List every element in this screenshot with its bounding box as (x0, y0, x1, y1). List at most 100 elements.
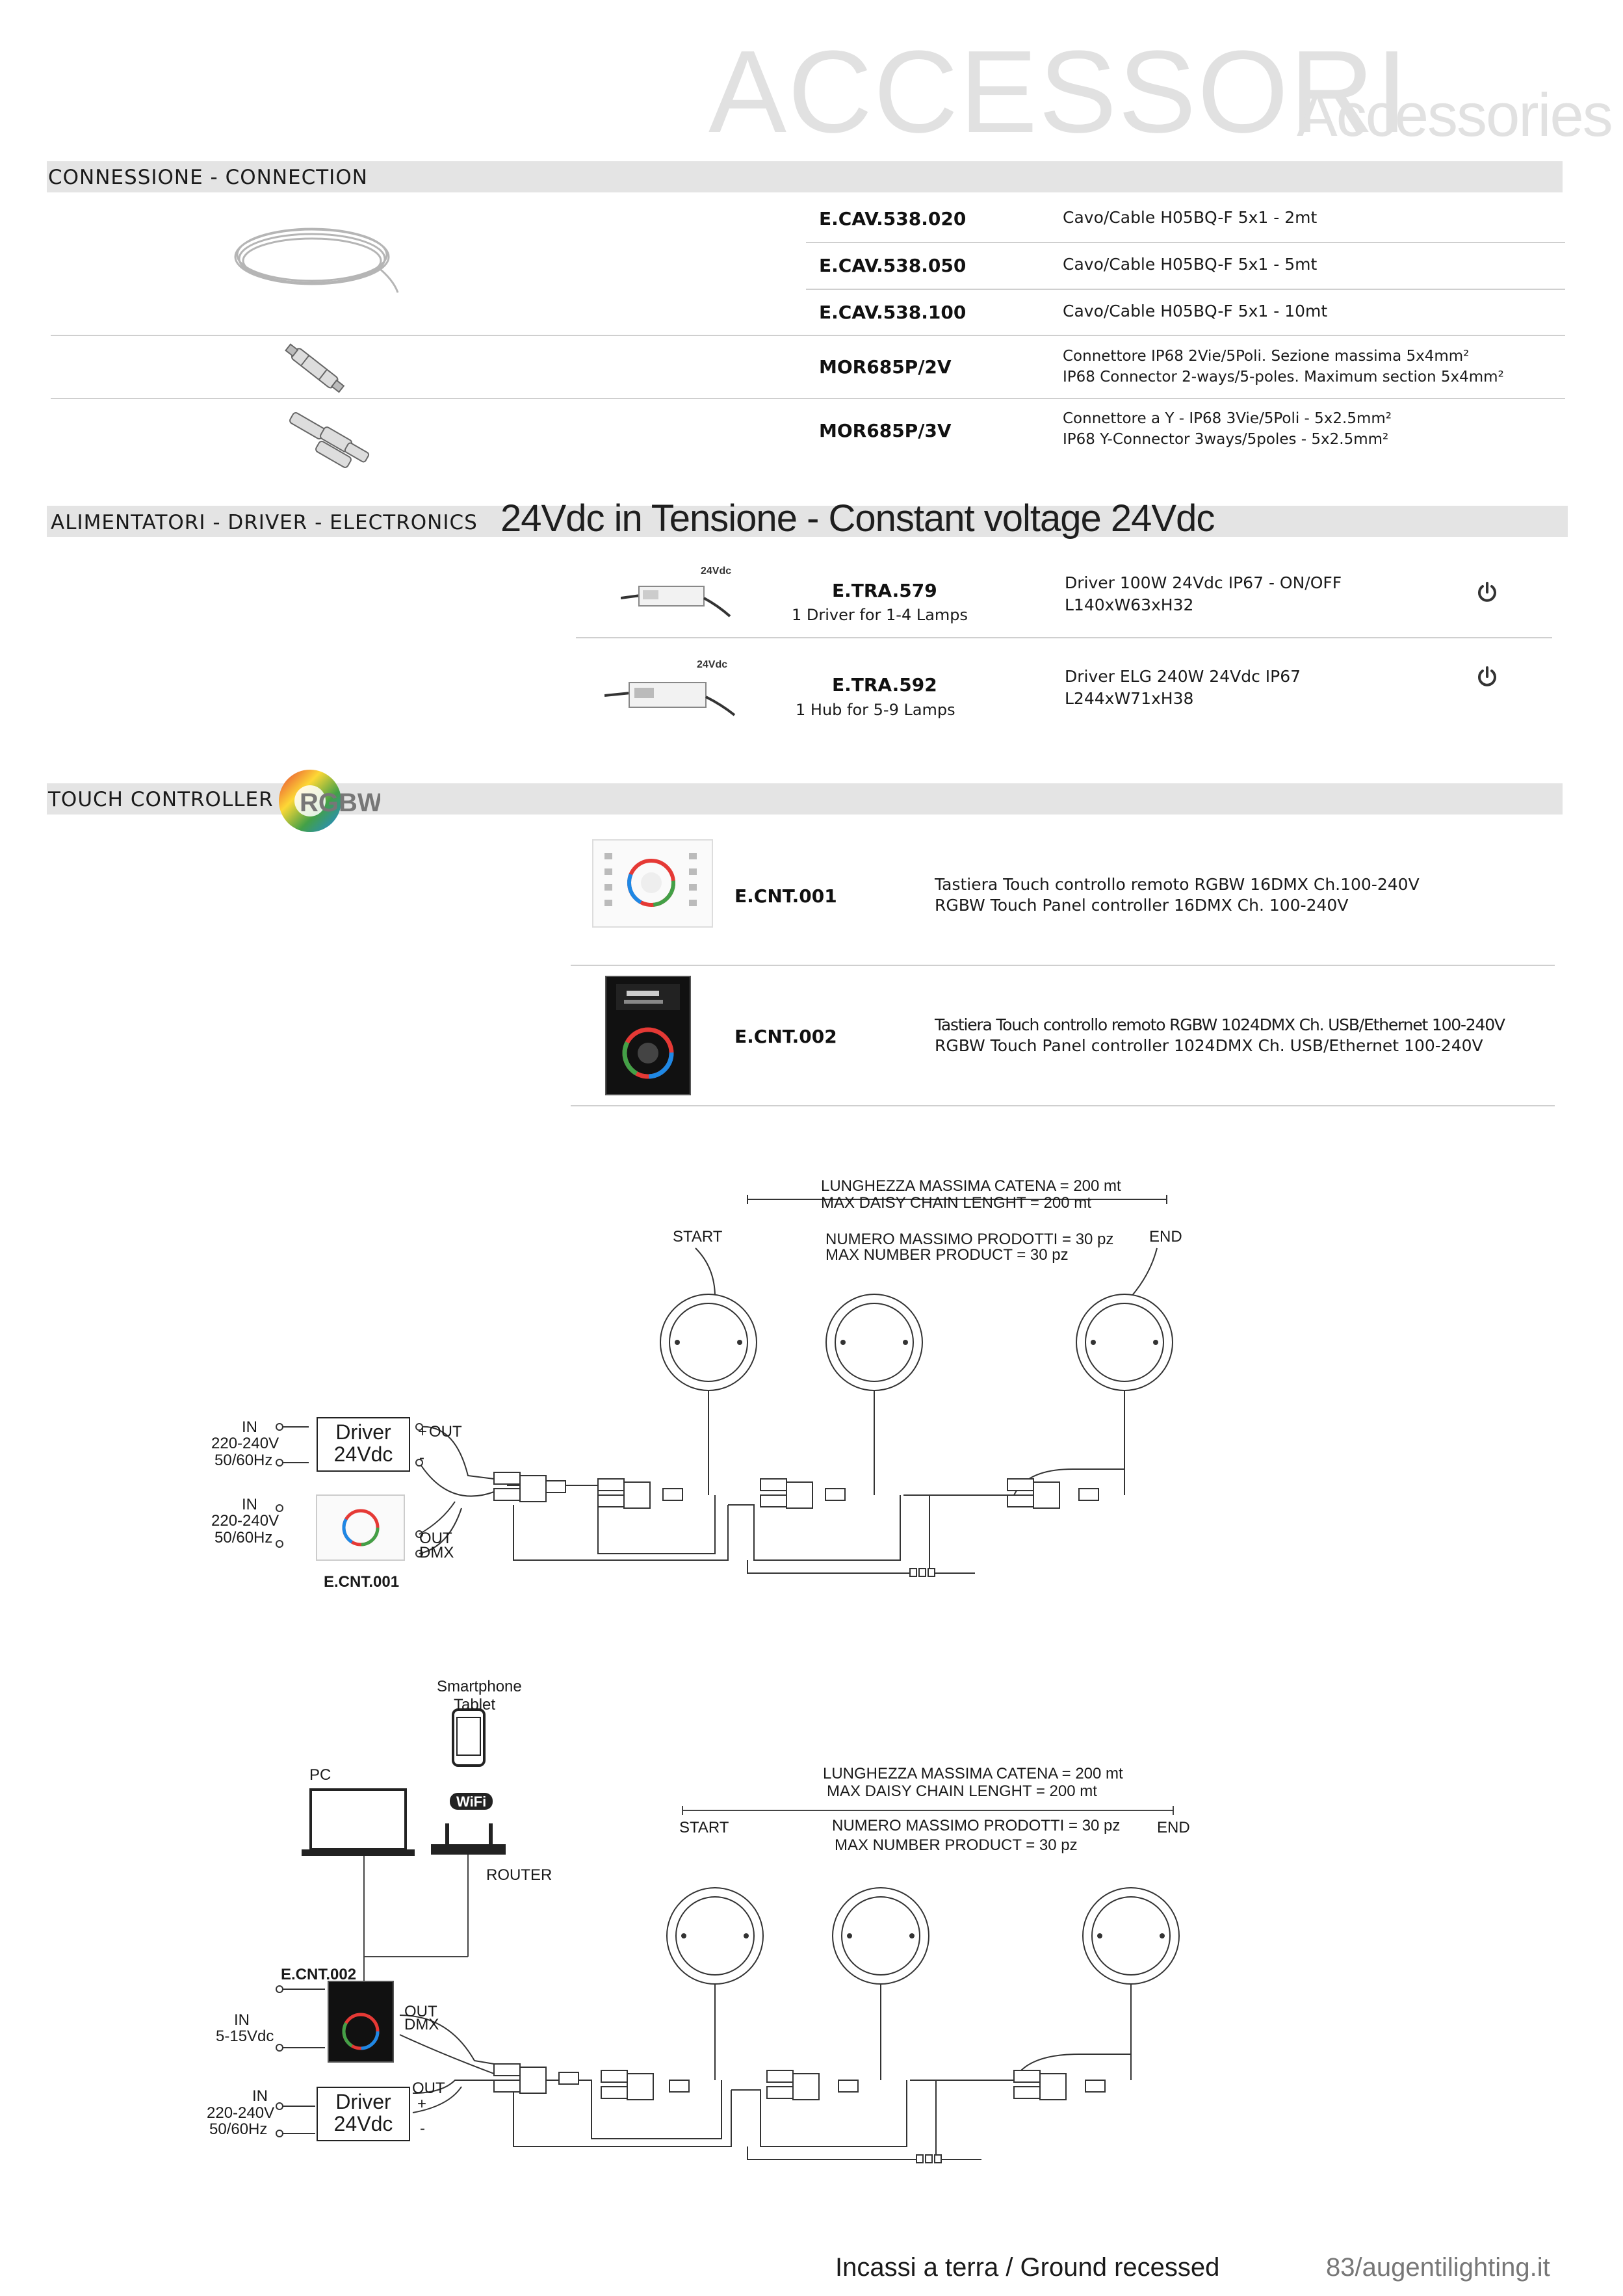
minus-label: - (420, 2120, 425, 2137)
divider (571, 1105, 1555, 1106)
out-label: OUT (412, 2080, 445, 2097)
driver-240w-image (604, 682, 736, 716)
product-description-en: IP68 Connector 2-ways/5-poles. Maximum s… (1063, 369, 1504, 385)
wiring-diagram-2: WiFi (276, 1708, 1180, 2163)
cable-coil-image (234, 228, 399, 293)
page-subtitle: Accessories (1297, 81, 1613, 149)
chain-length-label-en: MAX DAISY CHAIN LENGHT = 200 mt (821, 1194, 1091, 1212)
controller-label: E.CNT.002 (281, 1966, 357, 1983)
connection-section-bar (47, 161, 1563, 192)
power-icon (1478, 582, 1496, 602)
tablet-label: Tablet (454, 1696, 496, 1714)
product-description: Cavo/Cable H05BQ-F 5x1 - 2mt (1063, 208, 1318, 227)
lamp-icon (666, 1887, 764, 1985)
product-code: E.CNT.002 (734, 1026, 837, 1047)
touch-panel-mini (316, 1494, 405, 1561)
touch-section-bar (47, 783, 1563, 815)
input-label: IN (234, 2011, 250, 2029)
rgbw-logo: RGBW (279, 770, 380, 832)
product-code: MOR685P/2V (819, 356, 952, 378)
product-description-en: IP68 Y-Connector 3ways/5poles - 5x2.5mm² (1063, 431, 1389, 448)
connector-2v-image (285, 343, 345, 393)
driver-label: Driver (335, 1420, 391, 1444)
plus-label: + (418, 1423, 428, 1441)
max-products-label-en: MAX NUMBER PRODUCT = 30 pz (825, 1246, 1069, 1264)
driver-box: Driver 24Vdc (317, 2087, 410, 2141)
router-icon (431, 1823, 506, 1855)
rgbw-logo-text: RGBW (300, 789, 380, 817)
divider (571, 965, 1555, 966)
out-dmx-label-2: DMX (404, 2016, 439, 2033)
product-note: 1 Hub for 5-9 Lamps (796, 701, 955, 719)
chain-length-label: LUNGHEZZA MASSIMA CATENA = 200 mt (823, 1765, 1123, 1782)
driver-voltage-label: 24Vdc (333, 1442, 393, 1466)
router-label: ROUTER (486, 1866, 552, 1884)
input-label: IN (242, 1496, 257, 1513)
out-dmx-label: OUT (419, 1530, 452, 1547)
product-code: E.TRA.579 (832, 580, 937, 601)
lamp-icon (660, 1294, 757, 1391)
terminal-dots (276, 1985, 283, 2137)
power-icon (1478, 666, 1496, 686)
connector-icons (493, 1472, 1099, 1577)
input-frequency-label: 50/60Hz (209, 2120, 268, 2138)
footer-category: Incassi a terra / Ground recessed (835, 2253, 1220, 2282)
driver-badge: 24Vdc (701, 566, 732, 577)
touch-section-label: TOUCH CONTROLLER (48, 788, 274, 811)
drivers-section-label: ALIMENTATORI - DRIVER - ELECTRONICS (51, 511, 478, 534)
product-description: Connettore IP68 2Vie/5Poli. Sezione mass… (1063, 348, 1470, 365)
wifi-label: WiFi (456, 1794, 486, 1810)
input-frequency-label: 50/60Hz (214, 1452, 273, 1469)
touch-panel-002-image (605, 976, 691, 1095)
driver-100w-image (621, 586, 731, 618)
product-description: Cavo/Cable H05BQ-F 5x1 - 10mt (1063, 302, 1328, 320)
max-products-label: NUMERO MASSIMO PRODOTTI = 30 pz (832, 1817, 1121, 1834)
minus-label: - (419, 1449, 424, 1467)
connector-3v-image (289, 412, 370, 468)
divider (51, 335, 1565, 336)
wifi-badge: WiFi (450, 1793, 493, 1810)
input-label: IN (252, 2087, 268, 2105)
out-dmx-label: OUT (404, 2003, 437, 2020)
connection-section-label: CONNESSIONE - CONNECTION (48, 166, 368, 189)
smartphone-icon (452, 1708, 486, 1767)
max-products-label-en: MAX NUMBER PRODUCT = 30 pz (835, 1836, 1078, 1854)
touch-panel-mini-dark (328, 1981, 394, 2063)
touch-panel-001-image (592, 839, 713, 928)
input-frequency-label: 50/60Hz (214, 1529, 273, 1546)
start-label: START (679, 1819, 729, 1836)
driver-box: Driver 24Vdc (317, 1417, 410, 1472)
product-description: Driver ELG 240W 24Vdc IP67 (1065, 667, 1301, 686)
plus-label: + (417, 2095, 427, 2113)
page-title: ACCESSORI (708, 27, 1410, 157)
product-code: E.CAV.538.050 (819, 255, 967, 276)
product-description: Cavo/Cable H05BQ-F 5x1 - 5mt (1063, 255, 1318, 274)
input-voltage-label: 5-15Vdc (216, 2028, 274, 2045)
input-voltage-label: 220-240V (207, 2104, 275, 2122)
input-voltage-label: 220-240V (211, 1435, 279, 1452)
product-code: MOR685P/3V (819, 420, 952, 441)
product-description-en: L140xW63xH32 (1065, 595, 1194, 614)
footer-page-url[interactable]: 83/augentilighting.it (1326, 2253, 1550, 2282)
product-description: Tastiera Touch controllo remoto RGBW 16D… (935, 875, 1420, 894)
lamp-icon (832, 1887, 929, 1985)
laptop-icon (302, 1788, 415, 1856)
controller-label: E.CNT.001 (324, 1573, 400, 1591)
product-description-en: RGBW Touch Panel controller 16DMX Ch. 10… (935, 896, 1349, 915)
lamp-icon (1082, 1887, 1180, 1985)
out-dmx-label-2: DMX (419, 1544, 454, 1561)
lamp-icon (825, 1294, 923, 1391)
product-code: E.CAV.538.020 (819, 208, 967, 229)
lamp-icon (1076, 1294, 1173, 1391)
divider (576, 637, 1552, 638)
product-description: Driver 100W 24Vdc IP67 - ON/OFF (1065, 573, 1342, 592)
product-code: E.TRA.592 (832, 674, 937, 696)
chain-length-label-en: MAX DAISY CHAIN LENGHT = 200 mt (827, 1782, 1097, 1800)
product-code: E.CAV.538.100 (819, 302, 967, 323)
divider (51, 398, 1565, 399)
divider (806, 242, 1565, 243)
start-label: START (673, 1228, 723, 1246)
driver-badge: 24Vdc (697, 659, 728, 670)
wiring-diagram-1 (276, 1195, 1173, 1577)
input-voltage-label: 220-240V (211, 1512, 279, 1530)
